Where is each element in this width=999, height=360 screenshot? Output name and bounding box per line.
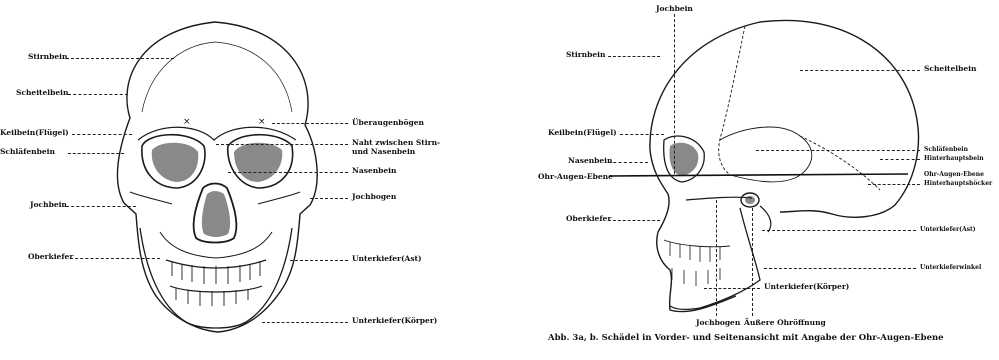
label-side-unterkiefer-ast: Unterkiefer(Ast) — [920, 226, 976, 233]
label-nasenbein: Nasenbein — [352, 166, 396, 175]
label-unterkiefer-ast: Unterkiefer(Ast) — [352, 254, 422, 263]
label-jochbogen: Jochbogen — [352, 192, 396, 201]
leader-side-nasenbein — [608, 162, 648, 163]
leader-jochbein — [66, 206, 136, 207]
label-side-aeussere-ohroeffnung: Äußere Ohröffnung — [744, 318, 826, 327]
label-side-schlaefenbein: Schläfenbein — [924, 146, 968, 153]
leader-side-scheitelbein — [800, 70, 920, 71]
label-jochbein: Jochbein — [30, 200, 67, 209]
leader-stirnbein — [66, 58, 174, 59]
label-side-jochbein: Jochbein — [656, 4, 693, 13]
leader-ueberaugenboegen — [272, 123, 348, 124]
label-oberkiefer: Oberkiefer — [28, 252, 73, 261]
label-schlaefenbein: Schläfenbein — [0, 147, 55, 156]
leader-unterkiefer-ast — [290, 260, 348, 261]
label-side-ohr-augen-ebene-right: Ohr-Augen-Ebene — [924, 171, 984, 178]
label-side-unterkiefer-koerper: Unterkiefer(Körper) — [764, 282, 849, 291]
leader-side-hinterhauptshoecker — [868, 184, 920, 185]
label-side-scheitelbein: Scheitelbein — [924, 64, 976, 73]
label-side-jochbogen: Jochbogen — [696, 318, 740, 327]
leader-scheitelbein — [68, 94, 128, 95]
label-keilbein: Keilbein(Flügel) — [0, 128, 69, 137]
leader-naht — [216, 144, 348, 145]
label-side-keilbein: Keilbein(Flügel) — [548, 128, 617, 137]
leader-jochbogen — [310, 198, 348, 199]
leader-side-oberkiefer — [608, 220, 660, 221]
leader-side-schlaefenbein — [756, 150, 920, 151]
label-side-nasenbein: Nasenbein — [568, 156, 612, 165]
leader-side-jochbein — [674, 14, 675, 174]
label-naht: Naht zwischen Stirn- und Nasenbein — [352, 138, 440, 156]
label-side-oberkiefer: Oberkiefer — [566, 214, 611, 223]
leader-side-unterkiefer-ast — [762, 230, 916, 231]
leader-schlaefenbein — [68, 153, 124, 154]
leader-side-unterkieferwinkel — [764, 268, 916, 269]
leader-oberkiefer — [70, 258, 160, 259]
label-side-hinterhauptsbein: Hinterhauptsbein — [924, 155, 984, 162]
leader-side-hinterhauptsbein — [880, 159, 920, 160]
label-stirnbein: Stirnbein — [28, 52, 67, 61]
label-scheitelbein: Scheitelbein — [16, 88, 68, 97]
leader-side-aeussere-ohroeffnung — [752, 208, 753, 316]
label-side-hinterhauptshoecker: Hinterhauptshöcker — [924, 180, 992, 187]
label-side-stirnbein: Stirnbein — [566, 50, 605, 59]
leader-side-keilbein — [620, 134, 664, 135]
figure-caption: Abb. 3a, b. Schädel in Vorder- und Seite… — [548, 333, 988, 343]
label-side-unterkieferwinkel: Unterkieferwinkel — [920, 264, 981, 271]
leader-keilbein — [72, 134, 132, 135]
leader-side-stirnbein — [608, 56, 660, 57]
label-side-ohr-augen-ebene-left: Ohr-Augen-Ebene — [538, 172, 613, 181]
leader-nasenbein — [228, 172, 348, 173]
leader-side-jochbogen — [716, 200, 717, 316]
leader-unterkiefer-koerper — [262, 322, 348, 323]
label-ueberaugenboegen: Überaugenbögen — [352, 118, 424, 127]
label-unterkiefer-koerper: Unterkiefer(Körper) — [352, 316, 437, 325]
